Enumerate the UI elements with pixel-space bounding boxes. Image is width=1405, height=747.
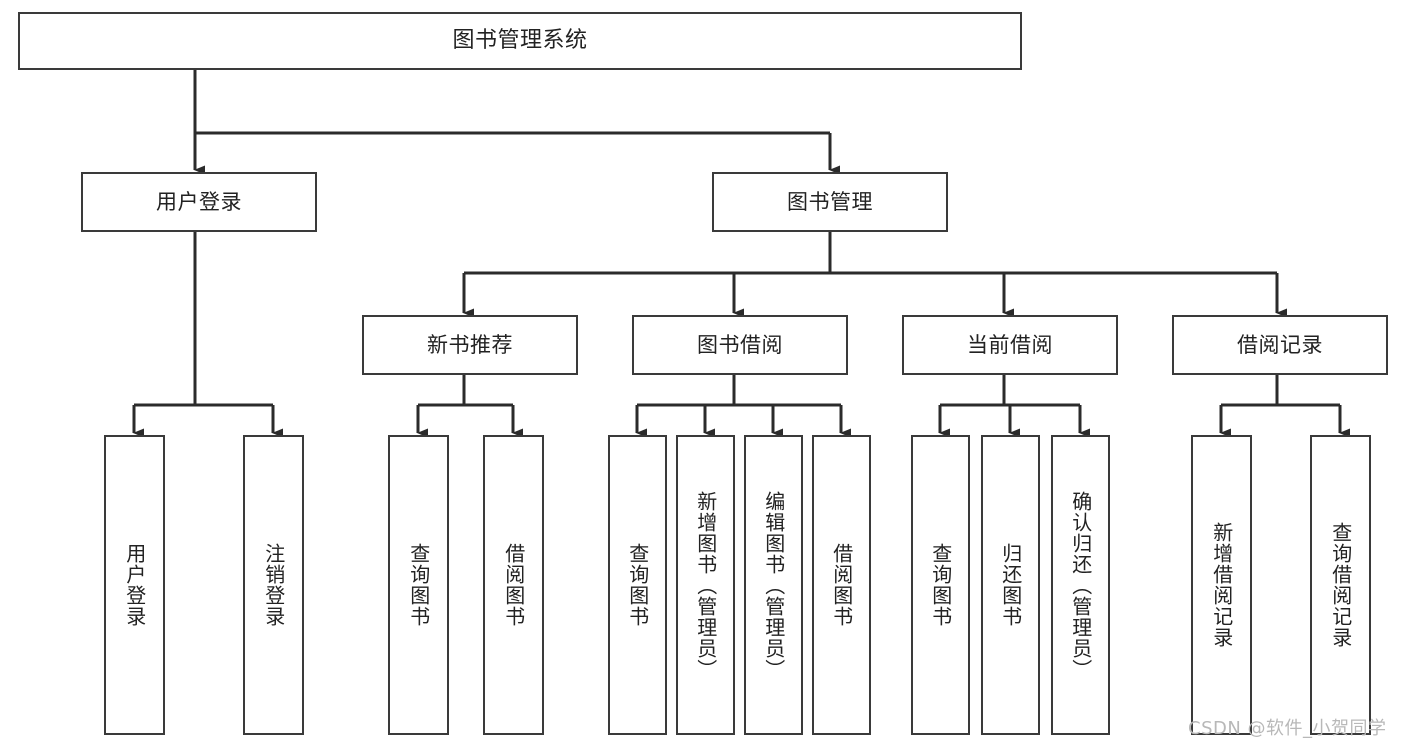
node-leaf-query-book-2: 查询图书 <box>608 435 667 735</box>
node-label: 图书借阅 <box>697 332 783 357</box>
node-label: 查询图书 <box>928 543 953 627</box>
node-root: 图书管理系统 <box>18 12 1022 70</box>
node-label: 查询图书 <box>625 543 650 627</box>
node-borrow-record: 借阅记录 <box>1172 315 1388 375</box>
node-leaf-return-book: 归还图书 <box>981 435 1040 735</box>
node-label: 新增图书（管理员） <box>693 490 718 680</box>
node-book-borrow: 图书借阅 <box>632 315 848 375</box>
node-label: 新书推荐 <box>427 332 513 357</box>
node-leaf-user-login: 用户登录 <box>104 435 165 735</box>
node-label: 借阅图书 <box>829 543 854 627</box>
node-leaf-borrow-book-1: 借阅图书 <box>483 435 544 735</box>
node-leaf-query-book-1: 查询图书 <box>388 435 449 735</box>
node-label: 归还图书 <box>998 543 1023 627</box>
node-label: 查询图书 <box>406 543 431 627</box>
node-leaf-borrow-book-2: 借阅图书 <box>812 435 871 735</box>
node-leaf-logout: 注销登录 <box>243 435 304 735</box>
node-leaf-confirm-return: 确认归还（管理员） <box>1051 435 1110 735</box>
node-new-book-recommend: 新书推荐 <box>362 315 578 375</box>
node-label: 借阅记录 <box>1237 332 1323 357</box>
node-label: 用户登录 <box>122 543 147 627</box>
tree-edges <box>132 70 1350 438</box>
node-book-manage: 图书管理 <box>712 172 948 232</box>
node-label: 编辑图书（管理员） <box>761 490 786 680</box>
node-leaf-query-record: 查询借阅记录 <box>1310 435 1371 735</box>
node-label: 新增借阅记录 <box>1209 522 1234 648</box>
csdn-watermark: CSDN @软件_小贺同学 <box>1188 718 1387 739</box>
node-leaf-query-book-3: 查询图书 <box>911 435 970 735</box>
node-label: 当前借阅 <box>967 332 1053 357</box>
node-leaf-add-book: 新增图书（管理员） <box>676 435 735 735</box>
node-label: 借阅图书 <box>501 543 526 627</box>
node-leaf-edit-book: 编辑图书（管理员） <box>744 435 803 735</box>
node-label: 注销登录 <box>261 543 286 627</box>
node-label: 确认归还（管理员） <box>1068 490 1093 680</box>
node-user-login: 用户登录 <box>81 172 317 232</box>
node-label: 用户登录 <box>156 189 242 214</box>
node-label: 查询借阅记录 <box>1328 522 1353 648</box>
node-current-borrow: 当前借阅 <box>902 315 1118 375</box>
node-label: 图书管理系统 <box>452 28 588 54</box>
node-leaf-add-record: 新增借阅记录 <box>1191 435 1252 735</box>
node-label: 图书管理 <box>787 189 873 214</box>
